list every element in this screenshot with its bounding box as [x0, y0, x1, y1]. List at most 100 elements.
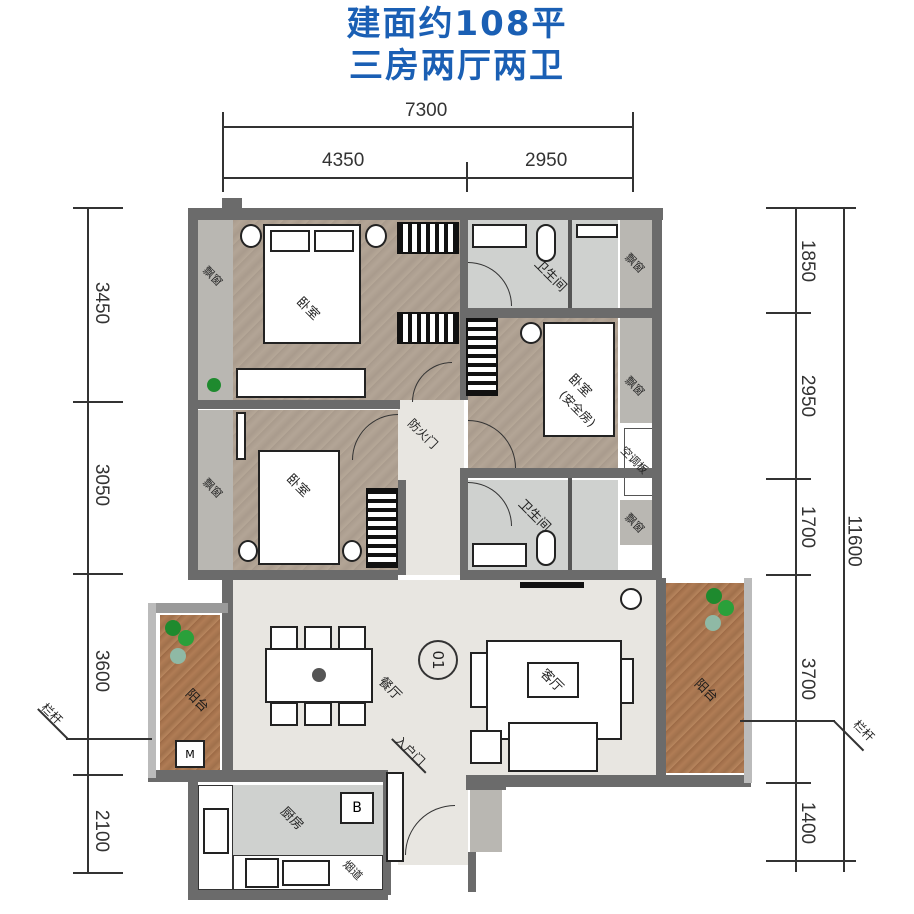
wall-corridor-right-2	[460, 470, 468, 575]
wall-bath-divider-2	[568, 478, 572, 570]
nightstand	[240, 224, 262, 248]
wall-kitchen-bottom	[188, 890, 388, 900]
wall-corridor-left	[398, 480, 406, 575]
dim-right-total: 11600	[843, 515, 865, 567]
plant-icon	[705, 615, 721, 631]
tv-unit	[520, 582, 584, 588]
dim-right-4: 1400	[797, 801, 819, 845]
wall-right-balcony-bottom	[466, 775, 751, 787]
prep-counter	[245, 858, 279, 888]
railing-leader-right	[740, 720, 835, 722]
shaft	[470, 790, 502, 852]
dim-right-1: 2950	[797, 374, 819, 418]
wall-left-upper	[188, 208, 198, 578]
washer: M	[175, 740, 205, 768]
bedroom-3-bed	[543, 322, 615, 437]
ac-unit	[236, 412, 246, 460]
dim-left-2: 3600	[91, 649, 113, 693]
shower-bench	[576, 224, 618, 238]
nightstand	[365, 224, 387, 248]
wall-bed1-bottom	[188, 400, 400, 409]
wall-right-upper	[652, 208, 662, 580]
fridge: B	[340, 792, 374, 824]
nightstand	[238, 540, 258, 562]
wall-kitchen-left	[188, 780, 198, 895]
wall-bath1-bottom	[460, 308, 655, 318]
right-balcony-floor	[666, 583, 744, 773]
plant-icon	[718, 600, 734, 616]
side-seat	[620, 658, 634, 704]
dim-right-2: 1700	[797, 505, 819, 549]
dining-chair	[338, 702, 366, 726]
dim-top-sub-line	[222, 177, 632, 179]
dim-left-1: 3050	[91, 463, 113, 507]
wall-living-right	[656, 578, 666, 778]
master-bed-pillow	[270, 230, 310, 252]
dim-tick	[766, 207, 856, 209]
wall-bath2-bottom	[460, 570, 660, 580]
dim-tick	[766, 782, 811, 784]
dim-tick	[73, 573, 123, 575]
nightstand	[520, 322, 542, 344]
wall-entry-post	[468, 852, 476, 892]
dim-tick	[766, 574, 811, 576]
dim-tick	[766, 478, 811, 480]
master-bed-pillow	[314, 230, 354, 252]
wall-left-balcony-bottom	[148, 770, 388, 782]
dining-chair	[304, 626, 332, 650]
dim-tick	[73, 207, 123, 209]
railing-leader-left	[66, 738, 152, 740]
dim-tick	[766, 312, 811, 314]
plant-icon	[706, 588, 722, 604]
armchair	[470, 652, 488, 708]
bay-window-5	[620, 500, 652, 545]
dim-top-right: 2950	[525, 150, 568, 171]
coffee-table	[527, 662, 579, 698]
dim-tick	[766, 860, 856, 862]
dining-chair	[304, 702, 332, 726]
toilet	[536, 530, 556, 566]
dim-tick	[632, 112, 634, 192]
dim-left-0: 3450	[91, 281, 113, 325]
wardrobe	[397, 312, 459, 344]
wall-bed3-bottom	[460, 468, 655, 478]
wall-right-balcony-side	[744, 578, 752, 783]
dim-right-line	[795, 207, 797, 872]
wall-top-notch	[222, 198, 242, 220]
desk	[236, 368, 366, 398]
dim-left-3: 2100	[91, 809, 113, 853]
dining-chair	[270, 626, 298, 650]
wall-left-balcony-side	[148, 603, 156, 778]
floor-lamp	[620, 588, 642, 610]
plant-icon	[178, 630, 194, 646]
dim-tick	[73, 774, 123, 776]
unit-tag: 01	[418, 640, 458, 680]
toilet	[536, 224, 556, 262]
sofa	[508, 722, 598, 772]
dining-chair	[338, 626, 366, 650]
dim-right-3: 3700	[797, 657, 819, 701]
wall-entry-right	[466, 780, 506, 790]
plant-icon	[165, 620, 181, 636]
sink	[203, 808, 229, 854]
floorplan-title-area: 建面约108平	[346, 4, 568, 44]
nightstand	[342, 540, 362, 562]
corridor-floor	[398, 400, 464, 575]
centerpiece-icon	[312, 668, 326, 682]
dining-chair	[270, 702, 298, 726]
plant-icon	[207, 378, 221, 392]
floorplan-title-layout: 三房两厅两卫	[349, 46, 565, 86]
railing-label-left: 栏杆	[38, 700, 66, 728]
dim-tick	[73, 401, 123, 403]
plant-icon	[170, 648, 186, 664]
dim-right-0: 1850	[797, 239, 819, 283]
shoe-cabinet	[386, 772, 404, 862]
stove	[282, 860, 330, 886]
wardrobe	[466, 318, 498, 396]
wall-living-left	[222, 578, 233, 778]
bay-window-2	[198, 410, 233, 570]
wall-top	[188, 208, 663, 220]
wall-bath-divider-1	[568, 220, 572, 308]
wall-bed2-bottom	[188, 570, 398, 580]
dim-tick	[222, 112, 224, 192]
